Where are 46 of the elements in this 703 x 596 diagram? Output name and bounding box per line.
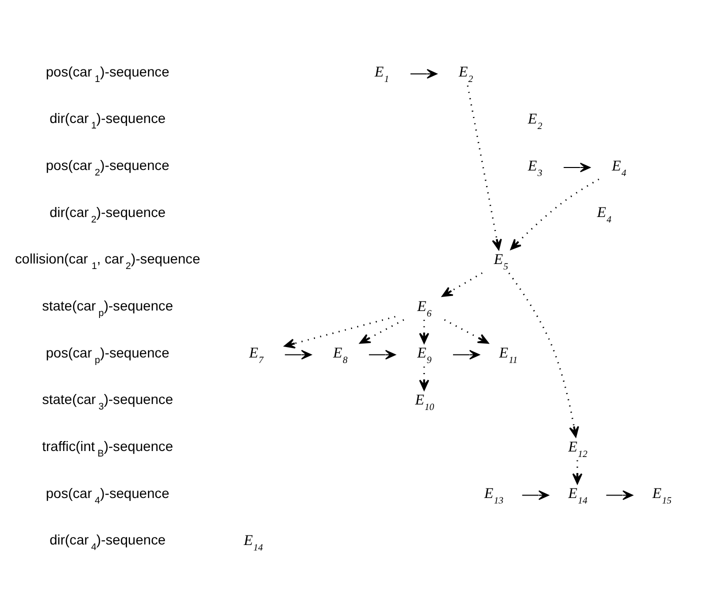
arrow xyxy=(410,69,438,79)
label: state(car$_{p}$)-sequence xyxy=(42,297,174,319)
node-text: E$_{1}$ xyxy=(374,64,389,86)
label: pos(car$_{2}$)-sequence xyxy=(46,157,170,179)
arrow xyxy=(442,272,483,297)
arrow xyxy=(444,319,489,344)
node-text: E$_{7}$ xyxy=(249,346,264,366)
node-text: E$_{4}$ xyxy=(597,205,612,226)
arrow xyxy=(419,366,430,391)
label: dir(car$_{2}$)-sequence xyxy=(50,204,166,226)
node-text: E$_{5}$ xyxy=(494,252,508,272)
arrow xyxy=(466,86,502,250)
arrow xyxy=(284,316,396,348)
arrow xyxy=(368,350,396,360)
node-text: E$_{11}$ xyxy=(499,346,518,366)
node-text: E$_{15}$ xyxy=(652,486,672,507)
node-text: E$_{14}$ xyxy=(568,486,588,507)
node-text: E$_{8}$ xyxy=(333,346,348,366)
arrow xyxy=(453,350,480,360)
label: pos(car$_{1}$)-sequence xyxy=(46,63,170,85)
node-text: E$_{2}$ xyxy=(458,64,474,86)
arrow xyxy=(508,272,580,438)
arrow xyxy=(522,490,549,500)
arrow xyxy=(572,460,582,484)
node-text: E$_{9}$ xyxy=(417,346,432,366)
arrow xyxy=(510,178,600,250)
node-text: E$_{10}$ xyxy=(415,392,434,413)
node-text: E$_{2}$ xyxy=(528,112,542,132)
arrow xyxy=(359,319,404,344)
label: state(car$_{3}$)-sequence xyxy=(42,391,174,413)
label: traffic(int$_{B}$)-sequence xyxy=(42,438,174,460)
node-text: E$_{13}$ xyxy=(484,486,504,507)
label: pos(car$_{4}$)-sequence xyxy=(46,484,170,506)
arrow xyxy=(284,350,312,360)
arrow xyxy=(419,320,430,344)
label: collision(car$_{1}$, car$_{2}$)-sequence xyxy=(14,250,200,272)
label: dir(car$_{1}$)-sequence xyxy=(50,110,166,132)
arrow xyxy=(606,490,634,500)
node-text: E$_{14}$ xyxy=(244,532,263,554)
node-text: E$_{4}$ xyxy=(612,158,626,179)
label: dir(car$_{4}$)-sequence xyxy=(50,532,166,554)
arrow xyxy=(564,162,590,172)
node-text: E$_{12}$ xyxy=(568,439,588,460)
node-text: E$_{6}$ xyxy=(417,298,432,320)
label: pos(car$_{p}$)-sequence xyxy=(46,344,170,366)
node-text: E$_{3}$ xyxy=(528,158,542,179)
